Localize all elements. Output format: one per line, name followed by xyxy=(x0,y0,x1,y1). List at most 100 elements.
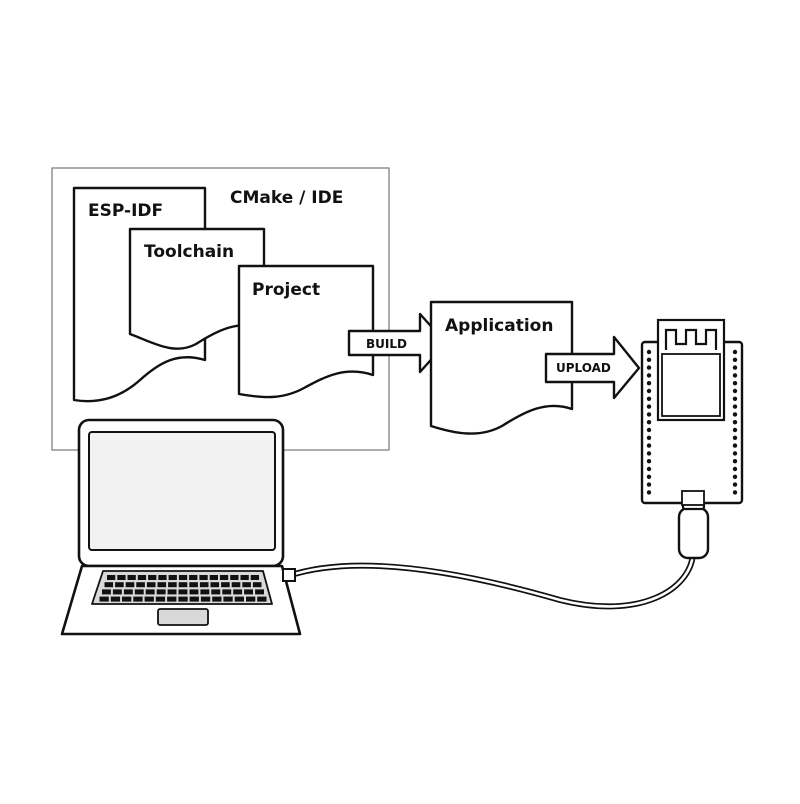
keyboard-key xyxy=(133,596,143,602)
esp32-devkit-board-icon xyxy=(640,318,744,506)
project-document xyxy=(237,264,375,399)
keyboard-key xyxy=(189,596,199,602)
keyboard-key xyxy=(156,589,166,595)
header-pin xyxy=(646,435,652,440)
keyboard-key xyxy=(125,582,135,588)
keyboard-key xyxy=(157,582,167,588)
header-pin xyxy=(732,451,738,456)
keyboard-key xyxy=(240,575,249,580)
keyboard-key xyxy=(234,596,244,602)
keyboard-key xyxy=(200,596,211,602)
keyboard-key xyxy=(200,589,210,595)
keyboard-key xyxy=(122,596,132,602)
keyboard-key xyxy=(146,582,156,588)
keyboard-key xyxy=(99,596,109,602)
header-pin xyxy=(732,349,738,355)
header-pin xyxy=(732,357,738,362)
keyboard-key xyxy=(115,582,124,588)
keyboard-key xyxy=(168,575,177,580)
usb-cable-inner xyxy=(286,552,695,608)
toolchain-label: Toolchain xyxy=(144,242,234,262)
board-module-can xyxy=(661,353,721,417)
header-pin xyxy=(732,365,738,370)
header-pin xyxy=(646,482,652,487)
header-pin xyxy=(646,466,652,472)
keyboard-key xyxy=(230,575,239,580)
keyboard-key xyxy=(199,575,208,580)
header-pin xyxy=(646,373,652,378)
board-usb-connector xyxy=(681,490,705,506)
keyboard-key xyxy=(102,589,111,595)
keyboard-key xyxy=(144,596,154,602)
keyboard-key xyxy=(117,575,126,580)
keyboard-key xyxy=(211,589,221,595)
board-antenna-trace xyxy=(664,328,718,350)
keyboard-key xyxy=(244,589,253,595)
header-pin xyxy=(732,474,738,479)
keyboard-key xyxy=(134,589,144,595)
keyboard-key xyxy=(209,575,218,580)
keyboard-key xyxy=(155,596,166,602)
header-pin xyxy=(732,412,738,417)
keyboard-key xyxy=(178,575,188,580)
keyboard-key xyxy=(246,596,256,602)
cmake-ide-label: CMake / IDE xyxy=(230,188,343,208)
header-pin xyxy=(646,459,652,464)
usb-plug-body xyxy=(677,506,710,560)
keyboard-key xyxy=(123,589,133,595)
keyboard-key xyxy=(255,589,264,595)
keyboard-key xyxy=(219,575,229,580)
header-pin xyxy=(646,396,652,401)
laptop-touchpad xyxy=(157,608,209,626)
header-pin xyxy=(646,443,652,448)
keyboard-key xyxy=(178,596,188,602)
keyboard-key xyxy=(231,582,241,588)
keyboard-key xyxy=(189,575,198,580)
usb-cable xyxy=(285,551,696,610)
keyboard-key xyxy=(148,575,157,580)
header-pin xyxy=(646,412,652,417)
header-pin xyxy=(732,373,738,378)
laptop-usb-port xyxy=(282,568,296,582)
keyboard-key xyxy=(189,582,198,588)
build-label: BUILD xyxy=(366,337,407,351)
header-pin xyxy=(646,404,652,409)
header-pin xyxy=(646,365,652,370)
keyboard-key xyxy=(145,589,155,595)
header-pin xyxy=(646,349,652,355)
keyboard-key xyxy=(104,582,114,588)
keyboard-key xyxy=(250,575,259,580)
header-pin xyxy=(732,388,738,394)
header-pin xyxy=(732,459,738,464)
keyboard-key xyxy=(221,582,230,588)
keyboard-key xyxy=(167,596,177,602)
header-pin xyxy=(646,490,652,495)
header-pin xyxy=(732,396,738,401)
laptop-icon xyxy=(60,418,302,636)
keyboard-key xyxy=(223,596,233,602)
upload-arrow xyxy=(544,335,641,400)
keyboard-key xyxy=(178,582,188,588)
header-pin xyxy=(732,381,738,386)
header-pin xyxy=(732,420,738,425)
application-document xyxy=(429,300,574,435)
keyboard-key xyxy=(167,589,177,595)
keyboard-key xyxy=(212,596,222,602)
header-pin xyxy=(646,357,652,362)
header-pin xyxy=(732,443,738,448)
keyboard-key xyxy=(168,582,177,588)
keyboard-key xyxy=(189,589,199,595)
project-label: Project xyxy=(252,280,320,300)
header-pin xyxy=(646,381,652,386)
laptop-screen xyxy=(88,431,276,551)
header-pin xyxy=(646,427,652,433)
keyboard-key xyxy=(178,589,188,595)
esp-idf-label: ESP-IDF xyxy=(88,201,163,221)
header-pin xyxy=(646,474,652,479)
keyboard-key xyxy=(257,596,267,602)
header-pin xyxy=(732,404,738,409)
keyboard-key xyxy=(158,575,167,580)
keyboard-key xyxy=(136,582,145,588)
